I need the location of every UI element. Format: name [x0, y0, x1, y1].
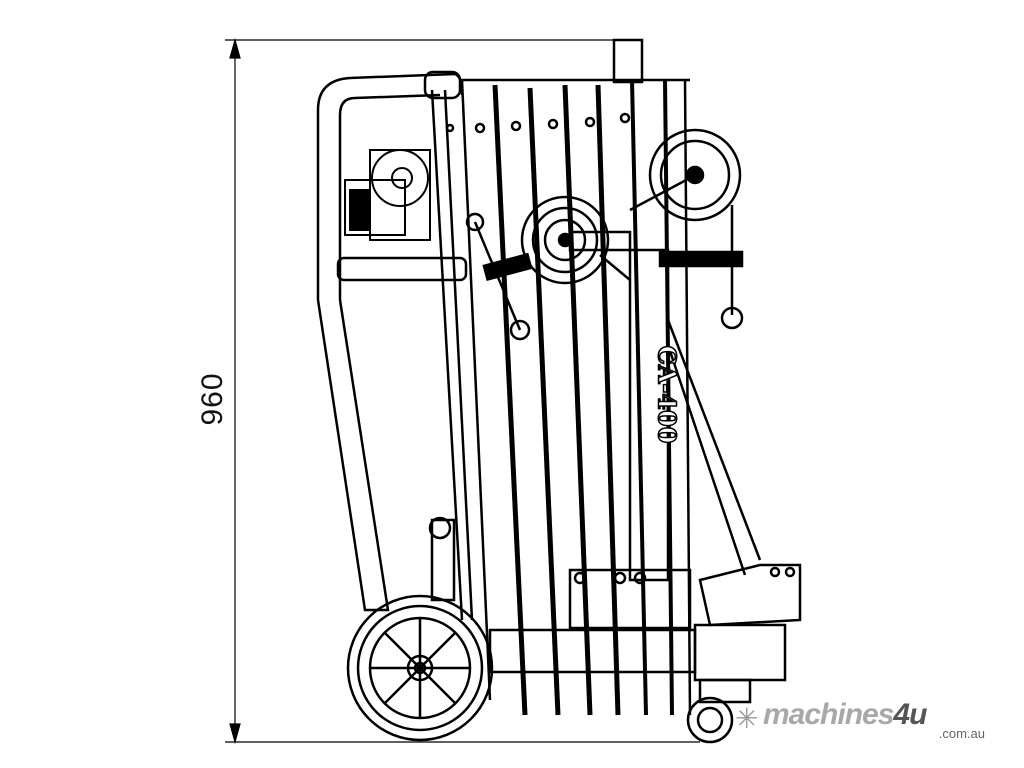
- mast: [430, 38, 692, 716]
- star-icon: ✳: [735, 703, 759, 734]
- handle-frame: [316, 70, 468, 612]
- watermark-logo: ✳ machines4u .com.au: [735, 698, 995, 744]
- crank-handles: [465, 205, 744, 341]
- caster-wheel: [686, 678, 752, 744]
- main-wheel: [346, 594, 494, 742]
- dimension-line: [225, 37, 700, 745]
- model-label: CA-400: [652, 345, 683, 444]
- height-dimension-label: 960: [196, 372, 229, 426]
- upright-brace: [628, 248, 762, 582]
- winch: [344, 149, 431, 241]
- brand-domain: .com.au: [938, 726, 985, 741]
- pulley-wheels: [520, 128, 742, 285]
- brand-name: machines4u: [763, 698, 927, 731]
